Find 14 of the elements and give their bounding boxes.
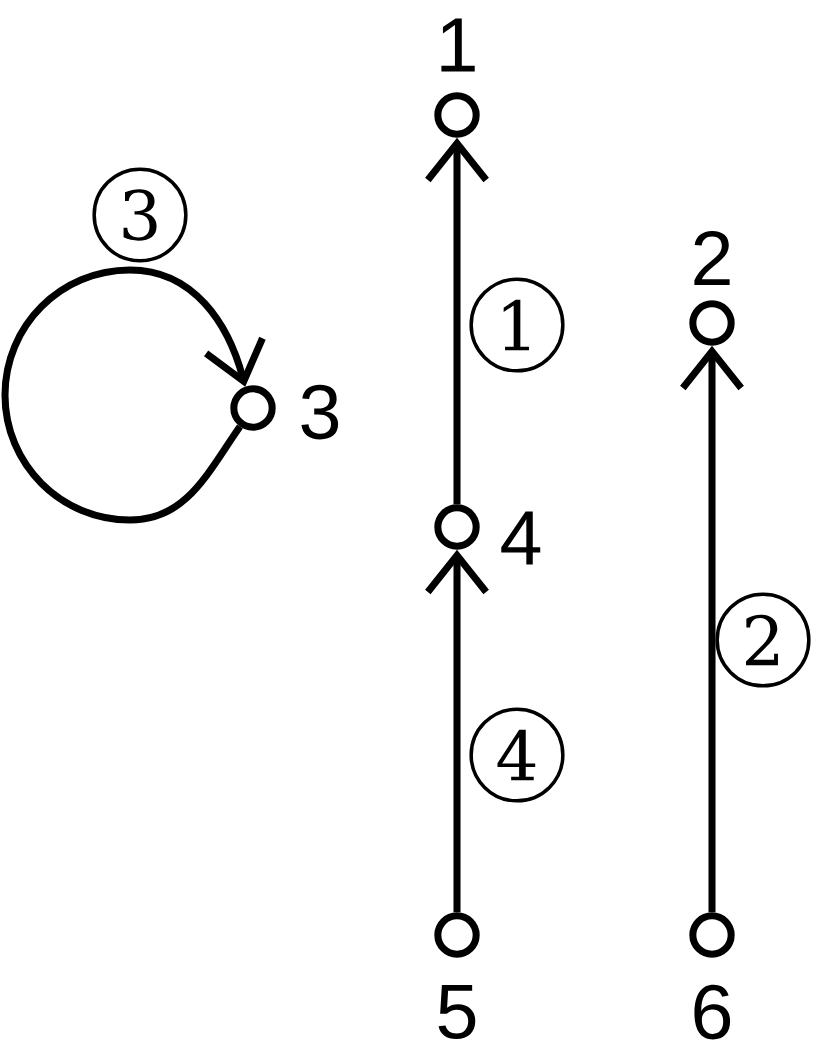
vertex-label: 3 [301, 384, 339, 440]
arrow [425, 137, 489, 505]
edge-label: 4 [469, 707, 565, 803]
vertex-label: 6 [694, 984, 731, 1040]
vertex-label: 2 [694, 231, 730, 285]
vertex-label: 5 [438, 985, 476, 1039]
arrow [1, 266, 266, 524]
arrow [680, 345, 744, 913]
vertex-label: 1 [441, 18, 475, 72]
vertex-label: 4 [501, 511, 541, 565]
arrow [425, 549, 489, 913]
edge-label: 2 [715, 592, 811, 688]
edge-label: 1 [469, 277, 565, 373]
edge-label: 3 [92, 167, 188, 263]
